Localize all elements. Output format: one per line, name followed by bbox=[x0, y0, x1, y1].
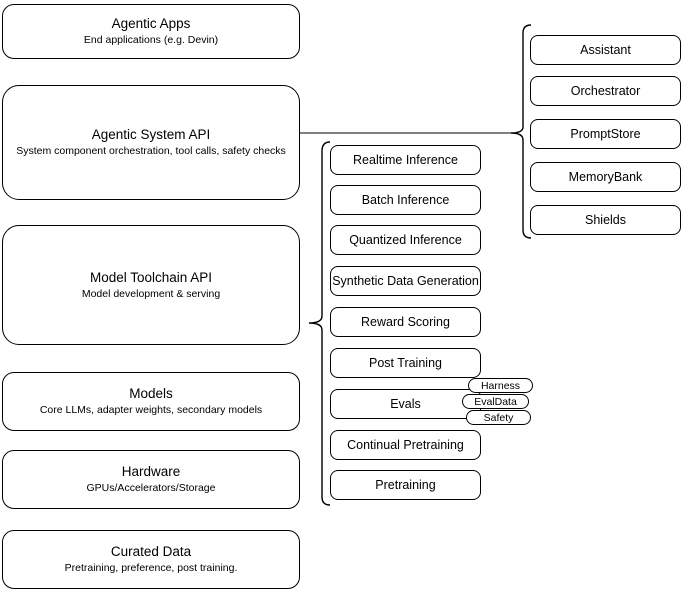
node-title: Curated Data bbox=[110, 544, 192, 559]
node-agentic-apps: Agentic Apps End applications (e.g. Devi… bbox=[2, 4, 300, 59]
node-subtitle: End applications (e.g. Devin) bbox=[83, 34, 219, 46]
node-memorybank: MemoryBank bbox=[530, 162, 681, 192]
system-components-brace bbox=[510, 24, 532, 239]
node-subtitle: Pretraining, preference, post training. bbox=[64, 562, 238, 574]
node-subtitle: Model development & serving bbox=[81, 287, 221, 300]
tag-evaldata: EvalData bbox=[462, 394, 529, 409]
node-orchestrator: Orchestrator bbox=[530, 76, 681, 106]
node-hardware: Hardware GPUs/Accelerators/Storage bbox=[2, 450, 300, 509]
node-shields: Shields bbox=[530, 205, 681, 235]
node-post-training: Post Training bbox=[330, 348, 481, 378]
node-subtitle: GPUs/Accelerators/Storage bbox=[86, 482, 216, 494]
node-synthetic-data-generation: Synthetic Data Generation bbox=[330, 266, 481, 296]
node-promptstore: PromptStore bbox=[530, 119, 681, 149]
node-models: Models Core LLMs, adapter weights, secon… bbox=[2, 372, 300, 431]
node-batch-inference: Batch Inference bbox=[330, 185, 481, 215]
node-continual-pretraining: Continual Pretraining bbox=[330, 430, 481, 460]
node-title: Model Toolchain API bbox=[89, 269, 213, 285]
node-assistant: Assistant bbox=[530, 35, 681, 65]
node-pretraining: Pretraining bbox=[330, 470, 481, 500]
node-quantized-inference: Quantized Inference bbox=[330, 225, 481, 255]
node-subtitle: Core LLMs, adapter weights, secondary mo… bbox=[39, 404, 263, 416]
node-model-toolchain-api: Model Toolchain API Model development & … bbox=[2, 225, 300, 345]
node-title: Models bbox=[129, 386, 173, 401]
node-curated-data: Curated Data Pretraining, preference, po… bbox=[2, 530, 300, 589]
tag-safety: Safety bbox=[466, 410, 531, 425]
node-reward-scoring: Reward Scoring bbox=[330, 307, 481, 337]
node-title: Agentic Apps bbox=[111, 16, 191, 31]
node-evals: Evals bbox=[330, 389, 481, 419]
node-title: Hardware bbox=[121, 464, 181, 479]
tag-harness: Harness bbox=[468, 378, 533, 393]
node-title: Agentic System API bbox=[91, 127, 211, 142]
node-subtitle: System component orchestration, tool cal… bbox=[16, 145, 286, 157]
node-realtime-inference: Realtime Inference bbox=[330, 145, 481, 175]
toolchain-services-brace bbox=[308, 141, 331, 506]
node-agentic-system-api: Agentic System API System component orch… bbox=[2, 85, 300, 200]
